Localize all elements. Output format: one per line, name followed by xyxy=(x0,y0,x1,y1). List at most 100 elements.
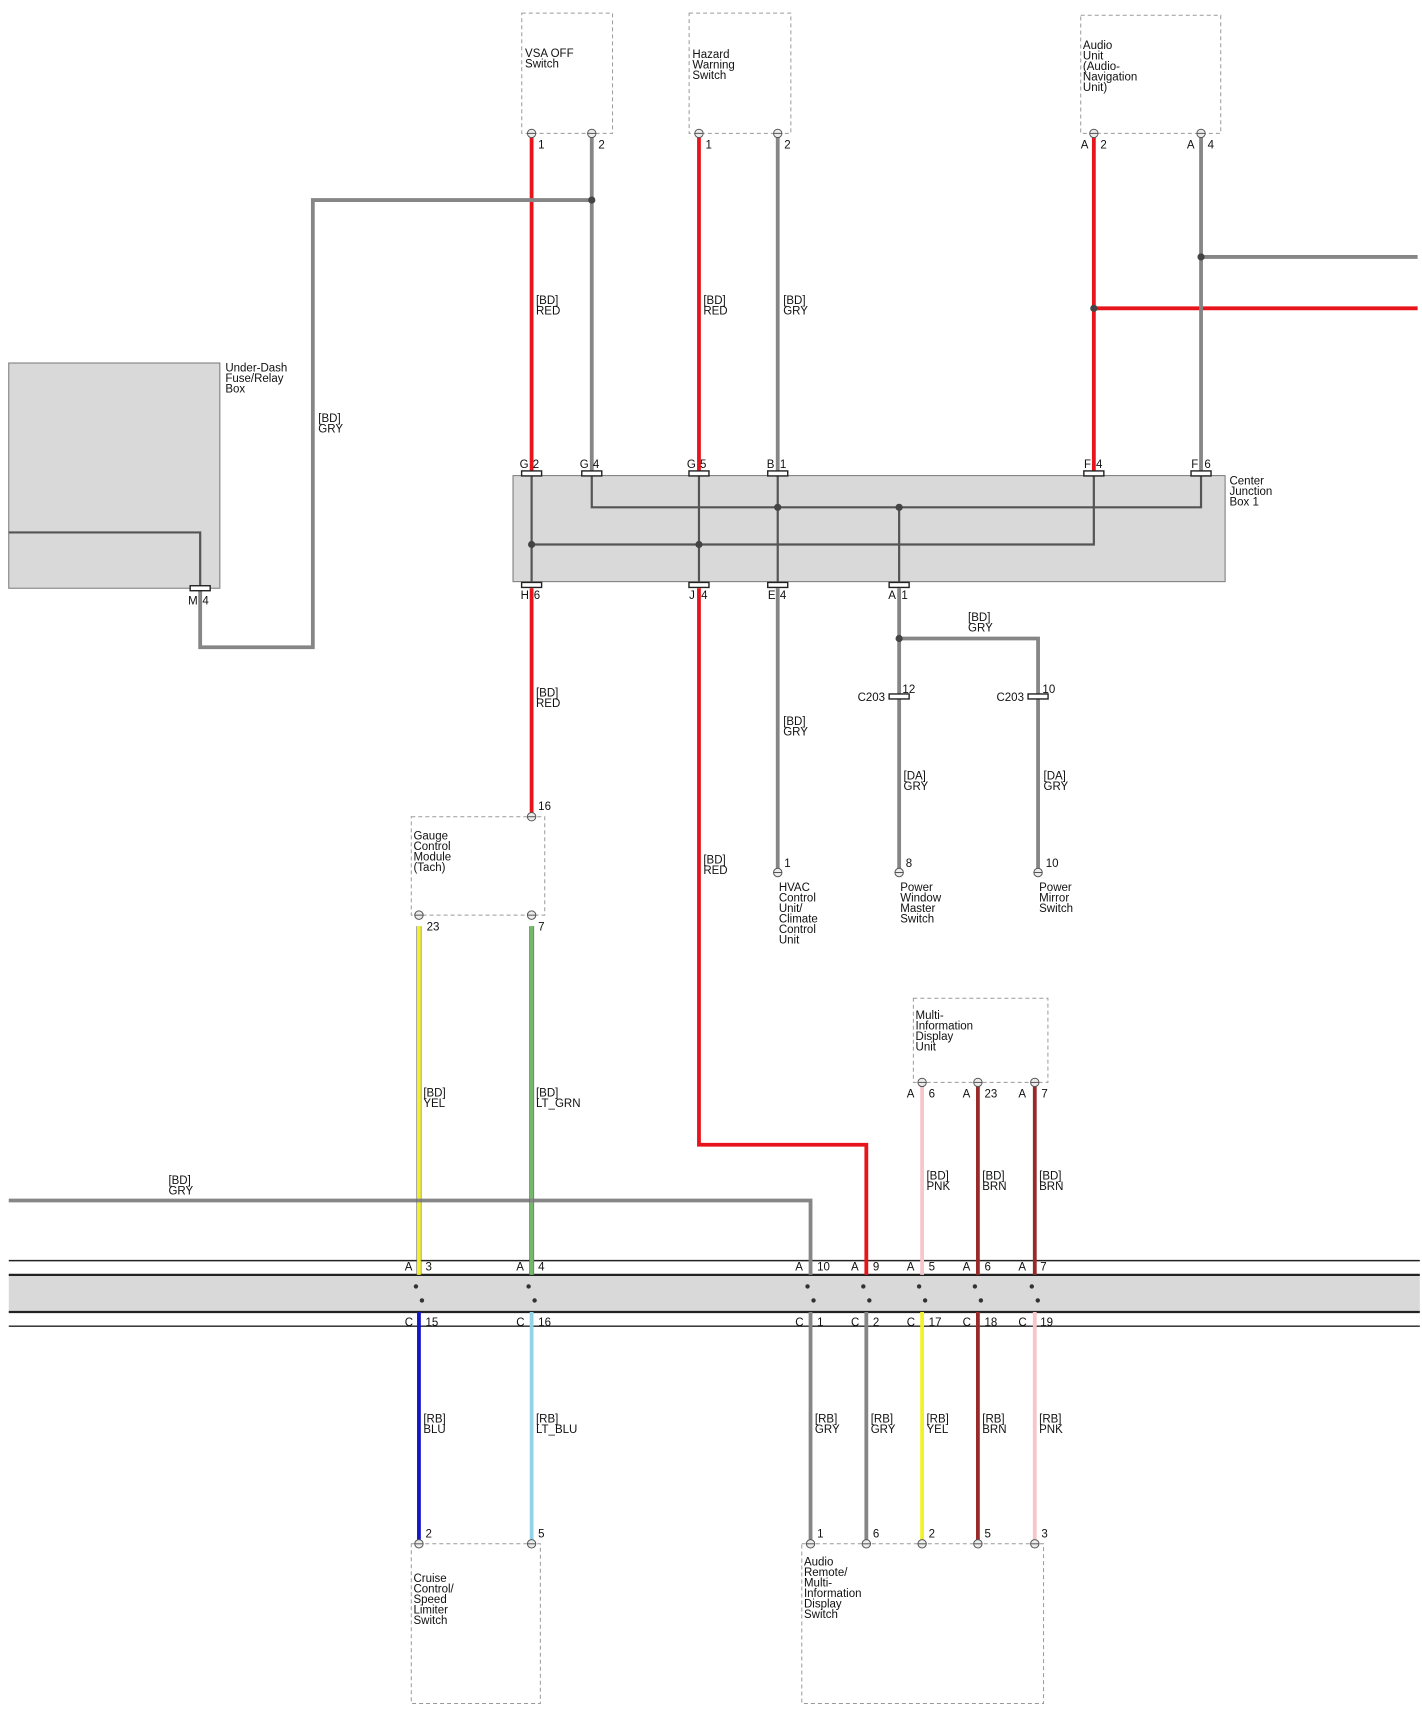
inline-pin xyxy=(916,1284,922,1289)
pin-label: C203 xyxy=(858,692,886,704)
inline-pin xyxy=(1029,1284,1034,1289)
splice-dot xyxy=(895,503,903,511)
pin-label: A xyxy=(907,1261,915,1273)
pin-label: B xyxy=(767,459,775,471)
wire-label: [BD]YEL xyxy=(423,1088,445,1111)
hazard-switch-box xyxy=(688,12,792,134)
pin-label: 15 xyxy=(426,1317,439,1329)
pin-label: 5 xyxy=(538,1528,544,1540)
splice-dot xyxy=(1197,253,1205,261)
pin-label: 6 xyxy=(929,1089,935,1101)
pin-label: A xyxy=(963,1261,971,1273)
pin-label: A xyxy=(1187,140,1195,152)
pin-label: 6 xyxy=(534,590,540,602)
pin-label: 6 xyxy=(873,1528,879,1540)
jb-internal xyxy=(531,475,1095,546)
wire-label: [BD]GRY xyxy=(968,612,993,635)
pin-label: 2 xyxy=(426,1528,432,1540)
splice-dot xyxy=(895,634,903,643)
pin-label: 23 xyxy=(427,921,440,933)
splice-dot xyxy=(1090,304,1098,312)
pin-label: A xyxy=(1081,140,1089,152)
inline-pin xyxy=(867,1298,872,1303)
wire-label: [RB]GRY xyxy=(815,1413,840,1436)
pin-label: 4 xyxy=(202,596,209,608)
pin-label: G xyxy=(520,459,529,471)
pin-label: 1 xyxy=(817,1528,823,1540)
inline-pin xyxy=(1035,1298,1040,1303)
wire-label: [RB]BRN xyxy=(982,1413,1006,1436)
cruise-switch-box xyxy=(410,1543,541,1704)
pin-label: 1 xyxy=(780,459,786,471)
pin-label: 7 xyxy=(1041,1089,1047,1101)
pin-label: 2 xyxy=(873,1317,879,1329)
wire-label: [BD]GRY xyxy=(783,716,808,739)
harness-band xyxy=(8,1274,1420,1313)
inline-pin xyxy=(978,1298,984,1303)
pin-label: 4 xyxy=(780,590,787,602)
pin-label: A xyxy=(1018,1089,1026,1101)
wire-label: [RB]BLU xyxy=(423,1413,445,1436)
pin-label: 16 xyxy=(538,1317,551,1329)
pin-label: 10 xyxy=(1046,858,1059,870)
wire-label: [DA]GRY xyxy=(1044,771,1069,794)
pin-label: A xyxy=(907,1089,915,1101)
pin-label: C xyxy=(405,1317,413,1329)
wire-gry-long xyxy=(8,1198,813,1275)
wire-label: [BD]PNK xyxy=(926,1171,950,1194)
pin-label: 17 xyxy=(929,1317,942,1329)
pin-label: 12 xyxy=(902,684,915,696)
pin-label: E xyxy=(768,590,776,602)
pin-label: C203 xyxy=(996,692,1024,704)
pin-label: H xyxy=(521,590,529,602)
pin-label: C xyxy=(516,1317,524,1329)
connector xyxy=(520,470,543,477)
connector xyxy=(520,581,543,589)
pin-label: 8 xyxy=(906,858,912,870)
wire-label: [BD]RED xyxy=(536,295,560,318)
wire-label: [BD]BRN xyxy=(1039,1171,1063,1194)
pin-label: 1 xyxy=(706,140,712,152)
pin-label: A xyxy=(516,1261,524,1273)
connector xyxy=(581,470,603,477)
pin-label: 5 xyxy=(984,1528,990,1540)
connector xyxy=(1027,693,1049,700)
pin-label: C xyxy=(963,1317,971,1329)
connector xyxy=(1083,470,1105,477)
audio-unit-box xyxy=(1080,14,1222,134)
inline-pin xyxy=(419,1298,425,1303)
pin-label: 4 xyxy=(593,459,600,471)
pin-label: G xyxy=(580,459,589,471)
pin-label: A xyxy=(405,1261,413,1273)
gauge-module-box xyxy=(410,816,546,916)
wire-label: [DA]GRY xyxy=(904,771,929,794)
pin-label: 4 xyxy=(701,590,708,602)
pin-label: A xyxy=(888,590,896,602)
pin-label: 1 xyxy=(784,858,790,870)
wire-label: [BD]LT_GRN xyxy=(536,1088,581,1111)
inline-pin xyxy=(972,1284,978,1289)
pin-label: J xyxy=(689,590,695,602)
wire-mirror-gry xyxy=(899,636,1040,870)
wire-label: [BD]BRN xyxy=(982,1171,1006,1194)
pin-label: 7 xyxy=(1040,1261,1046,1273)
pin-label: C xyxy=(851,1317,859,1329)
wire-label: [RB]YEL xyxy=(926,1413,948,1436)
pin-label: 18 xyxy=(984,1317,997,1329)
wire-label: [BD]GRY xyxy=(168,1175,193,1198)
wire-label: [BD]GRY xyxy=(318,413,343,436)
connector xyxy=(767,581,789,589)
pin-label: 6 xyxy=(984,1261,990,1273)
wire-label: [BD]GRY xyxy=(783,295,808,318)
wire-label: [BD]RED xyxy=(703,295,727,318)
pin-label: 6 xyxy=(1204,459,1210,471)
splice-dot xyxy=(774,503,782,511)
